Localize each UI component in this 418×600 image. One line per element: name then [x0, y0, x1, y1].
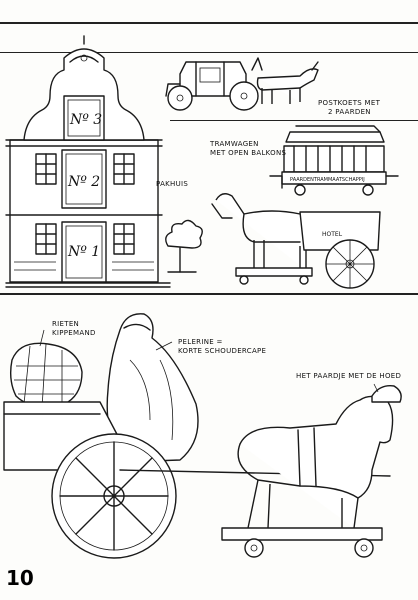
rieten-label: RIETEN KIPPEMAND — [52, 320, 96, 338]
tramwagen-label-line1: TRAMWAGEN — [210, 140, 259, 148]
pakhuis-label-text: PAKHUIS — [156, 180, 189, 188]
paardje-label-text: HET PAARDJE MET DE HOED — [296, 372, 402, 380]
door-number-2: Nº 2 — [67, 174, 100, 190]
top-rule — [0, 22, 418, 24]
hotel-cart-illustration: HOTEL — [211, 193, 381, 289]
pelerine-label: PELERINE = KORTE SCHOUDERCAPE — [178, 338, 266, 356]
pakhuis-illustration: Nº 3 Nº 2 Nº 1 — [5, 35, 171, 288]
tramwagen-label-line2: MET OPEN BALKONS — [210, 149, 287, 157]
large-cart-illustration — [3, 313, 402, 559]
pakhuis-windows — [35, 153, 135, 255]
tramwagen-label: TRAMWAGEN MET OPEN BALKONS — [210, 140, 286, 158]
tram-side-text: PAARDENTRAMMAATSCHAPPIJ — [290, 177, 365, 183]
section-rule — [0, 293, 418, 295]
pelerine-label-line1: PELERINE = — [178, 338, 223, 346]
cart-text: HOTEL — [322, 231, 343, 238]
postkoets-label-line1: POSTKOETS MET — [318, 99, 381, 107]
mid-rule — [170, 120, 418, 121]
door-number-3: Nº 3 — [69, 112, 102, 128]
page-number: 10 — [6, 566, 34, 590]
postkoets-label: POSTKOETS MET 2 PAARDEN — [318, 99, 380, 117]
postkoets-label-line2: 2 PAARDEN — [328, 108, 371, 116]
pakhuis-label: PAKHUIS — [156, 180, 188, 189]
paardje-label: HET PAARDJE MET DE HOED — [296, 372, 401, 381]
tramwagen-illustration: PAARDENTRAMMAATSCHAPPIJ — [269, 125, 399, 196]
postkoets-illustration — [165, 57, 319, 111]
door-number-1: Nº 1 — [67, 244, 100, 260]
pelerine-label-line2: KORTE SCHOUDERCAPE — [178, 347, 267, 355]
upper-rule — [0, 52, 418, 53]
rieten-label-line2: KIPPEMAND — [52, 329, 96, 337]
rieten-label-line1: RIETEN — [52, 320, 80, 328]
tree-illustration — [165, 219, 203, 273]
